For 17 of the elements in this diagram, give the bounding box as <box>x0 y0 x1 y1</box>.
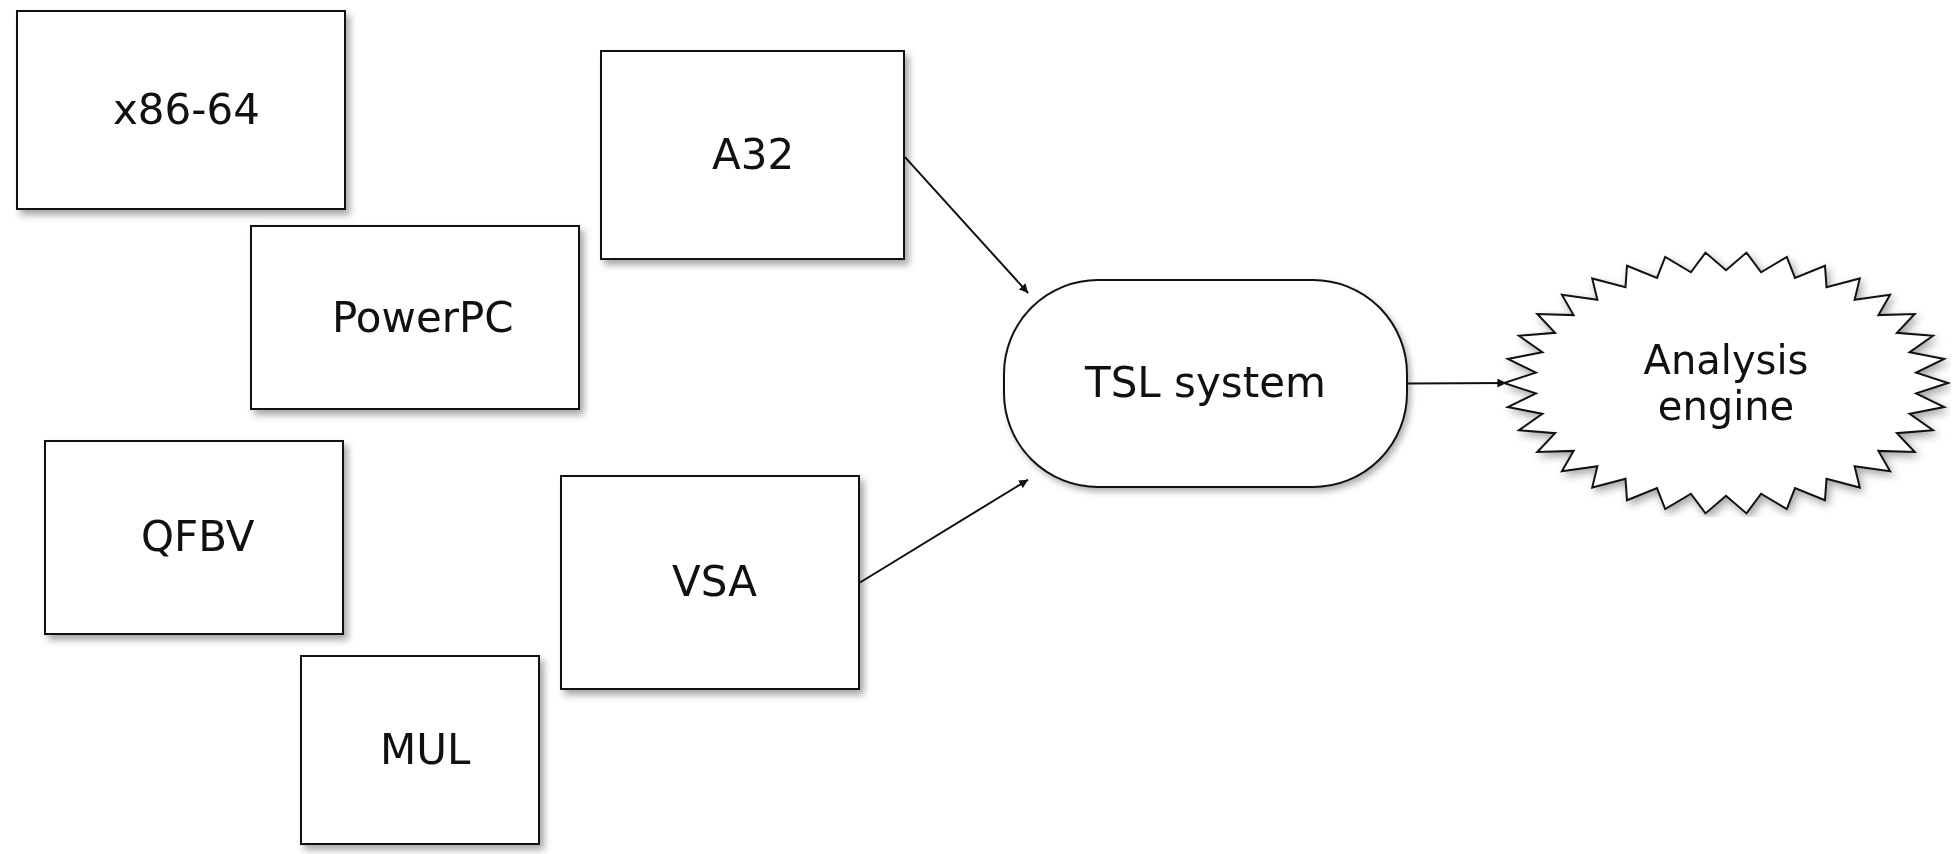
node-label: QFBV <box>141 514 255 561</box>
process-box <box>250 225 580 410</box>
process-box <box>600 50 905 260</box>
arrow <box>859 478 1030 584</box>
node-label: MUL <box>380 727 471 774</box>
node-label: A32 <box>712 132 795 179</box>
node-label: VSA <box>672 559 757 606</box>
process-box <box>44 440 344 635</box>
process-box <box>300 655 540 845</box>
rounded-process-box <box>1003 279 1408 488</box>
node-label: TSL system <box>1085 359 1326 408</box>
process-box <box>16 10 346 210</box>
process-box <box>560 475 860 690</box>
node-label: x86-64 <box>113 87 260 134</box>
arrow <box>904 156 1030 294</box>
node-label: Analysis engine <box>1642 337 1810 429</box>
node-label: PowerPC <box>332 295 514 342</box>
